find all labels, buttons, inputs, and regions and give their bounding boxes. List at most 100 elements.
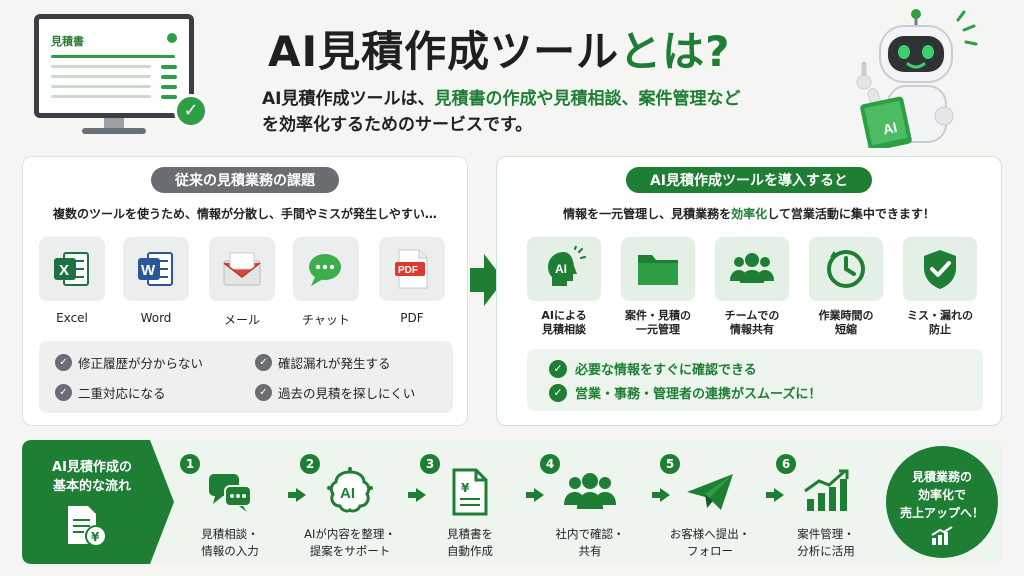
badge-text: 見積業務の効率化で売上アップへ！ — [899, 470, 984, 520]
feature-time-saving: 作業時間の短縮 — [809, 237, 883, 337]
flow-arrow-icon — [766, 488, 784, 502]
step-number: 2 — [300, 454, 320, 474]
monitor-base — [82, 128, 146, 134]
workflow-section: AI見積作成の基本的な流れ ¥ 1 見積相談・情報の入力 2 AI AIが内容を… — [22, 440, 1002, 564]
feature-error-prevention: ミス・漏れの防止 — [903, 237, 977, 337]
ai-head-icon: AI — [527, 237, 601, 301]
pdf-icon: PDF — [379, 237, 445, 301]
robot-illustration: AI — [840, 8, 990, 152]
chat-bubbles-icon — [200, 466, 260, 518]
tool-word: W Word — [123, 237, 189, 325]
svg-text:W: W — [141, 262, 156, 279]
check-icon: ✓ — [255, 354, 272, 371]
tool-excel: X Excel — [39, 237, 105, 325]
doc-badge-icon — [167, 33, 177, 43]
flow-arrow-icon — [652, 488, 670, 502]
issue-item: ✓確認漏れが発生する — [255, 353, 391, 372]
clock-icon — [809, 237, 883, 301]
flow-arrow-icon — [288, 488, 306, 502]
check-icon: ✓ — [55, 354, 72, 371]
people-icon — [560, 466, 620, 518]
tool-label: メール — [223, 313, 260, 327]
svg-text:X: X — [59, 262, 69, 279]
subtitle-part-3: を効率化するためのサービスです。 — [262, 115, 533, 135]
mail-icon — [209, 237, 275, 301]
issue-text: 修正履歴が分からない — [78, 356, 204, 371]
step-label: 見積相談・情報の入力 — [201, 527, 259, 558]
monitor-table-header — [51, 55, 175, 58]
benefits-description: 情報を一元管理し、見積業務を効率化して営業活動に集中できます！ — [497, 205, 1001, 222]
svg-text:¥: ¥ — [91, 530, 100, 544]
monitor-table-cell — [161, 95, 177, 99]
feature-label: チームでの情報共有 — [724, 309, 780, 336]
monitor-table-row — [51, 75, 151, 78]
step-number: 6 — [776, 454, 796, 474]
team-icon — [715, 237, 789, 301]
step-number: 5 — [660, 454, 680, 474]
monitor-doc-title: 見積書 — [51, 35, 84, 48]
challenges-description: 複数のツールを使うため、情報が分散し、手間やミスが発生しやすい… — [53, 207, 437, 221]
monitor-table-row — [51, 85, 151, 88]
ai-brain-icon: AI — [320, 466, 380, 518]
issue-text: 過去の見積を探しにくい — [278, 386, 416, 401]
benefits-panel: AI見積作成ツールを導入すると 情報を一元管理し、見積業務を効率化して営業活動に… — [496, 156, 1002, 426]
flow-arrow-icon — [408, 488, 426, 502]
feature-label: 作業時間の短縮 — [818, 309, 874, 336]
issue-item: ✓ 修正履歴が分からない — [55, 353, 203, 372]
benefits-desc-2: 効率化 — [731, 207, 768, 221]
check-icon: ✓ — [549, 359, 567, 378]
step-label: 社内で確認・共有 — [555, 527, 625, 558]
workflow-heading-text: AI見積作成の基本的な流れ — [52, 460, 132, 494]
feature-label: 案件・見積の一元管理 — [625, 309, 691, 336]
benefits-desc-3: して営業活動に集中できます！ — [767, 207, 935, 221]
tool-mail: メール — [209, 237, 275, 328]
feature-team-sharing: チームでの情報共有 — [715, 237, 789, 337]
growth-chart-icon — [931, 526, 953, 545]
subtitle-part-1: AI見積作成ツールは、 — [262, 89, 435, 109]
shield-check-icon — [903, 237, 977, 301]
tool-label: Excel — [56, 311, 88, 325]
monitor-table-cell — [161, 65, 177, 69]
sales-up-badge: 見積業務の効率化で売上アップへ！ — [886, 446, 998, 558]
tool-chat: チャット — [293, 237, 359, 328]
tool-label: チャット — [302, 313, 350, 327]
benefits-desc-1: 情報を一元管理し、見積業務を — [563, 207, 732, 221]
issue-item: ✓ 二重対応になる — [55, 383, 166, 402]
page-subtitle: AI見積作成ツールは、見積書の作成や見積相談、案件管理など を効率化するためのサ… — [262, 86, 852, 138]
issue-item: ✓ 過去の見積を探しにくい — [255, 383, 415, 402]
folder-icon — [621, 237, 695, 301]
challenges-panel: 従来の見積業務の課題 複数のツールを使うため、情報が分散し、手間やミスが発生しや… — [22, 156, 468, 426]
monitor-table-row — [51, 95, 151, 98]
check-circle-icon: ✓ — [174, 94, 208, 128]
bar-chart-icon — [796, 466, 856, 518]
robot-icon: AI — [856, 9, 978, 152]
feature-label: ミス・漏れの防止 — [907, 309, 973, 336]
step-number: 1 — [180, 454, 200, 474]
paper-plane-icon — [680, 466, 740, 518]
benefits-list: ✓必要な情報をすぐに確認できる ✓営業・事務・管理者の連携がスムーズに！ — [527, 349, 983, 411]
svg-text:AI: AI — [340, 485, 355, 502]
monitor-screen: 見積書 — [34, 14, 194, 118]
monitor-table-cell — [161, 75, 177, 79]
check-icon: ✓ — [255, 384, 272, 401]
tool-label: Word — [140, 311, 172, 325]
monitor-neck — [104, 118, 124, 130]
benefit-item: ✓営業・事務・管理者の連携がスムーズに！ — [549, 383, 821, 402]
monitor-table-cell — [161, 85, 177, 89]
step-number: 3 — [420, 454, 440, 474]
page-title-main: AI見積作成ツール — [268, 27, 620, 76]
challenges-heading: 従来の見積業務の課題 — [151, 167, 339, 193]
word-icon: W — [123, 237, 189, 301]
tool-label: PDF — [400, 311, 424, 325]
issue-text: 二重対応になる — [78, 386, 166, 401]
tool-pdf: PDF PDF — [379, 237, 445, 325]
step-label: 見積書を自動作成 — [447, 527, 493, 558]
feature-ai-consult: AI AIによる見積相談 — [527, 237, 601, 337]
check-icon: ✓ — [55, 384, 72, 401]
svg-text:PDF: PDF — [398, 265, 418, 276]
arrow-right-icon — [470, 254, 504, 306]
excel-icon: X — [39, 237, 105, 301]
step-number: 4 — [540, 454, 560, 474]
monitor-illustration: 見積書 ✓ — [34, 14, 208, 142]
feature-label: AIによる見積相談 — [541, 309, 587, 336]
